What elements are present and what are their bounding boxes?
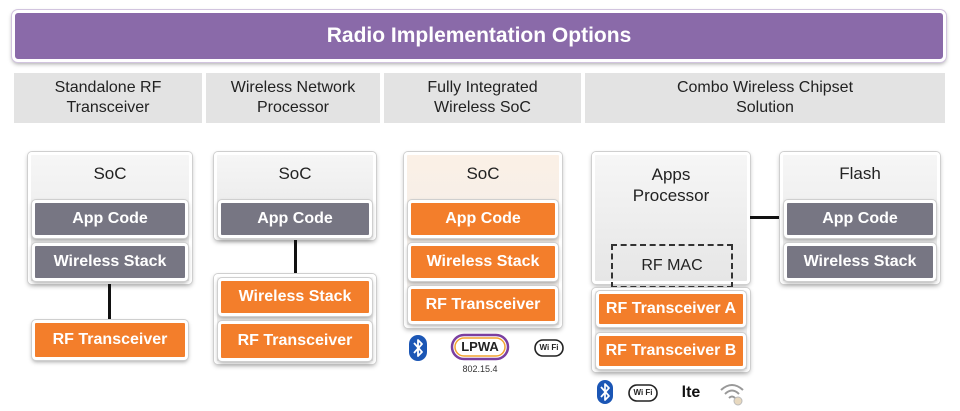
wireless-stack-block: Wireless Stack <box>218 278 372 316</box>
soc-label: SoC <box>93 164 127 183</box>
wifi-icon: Wi Fi <box>628 384 658 402</box>
rf-transceiver-block: RF Transceiver <box>408 286 558 324</box>
bluetooth-icon <box>408 335 428 361</box>
rf-transceiver-a-block: RF Transceiver A <box>596 291 746 327</box>
column-header-standalone: Standalone RF Transceiver <box>14 73 202 123</box>
column-header-network-processor: Wireless Network Processor <box>206 73 380 123</box>
wireless-stack-block: Wireless Stack <box>408 243 558 281</box>
wireless-signal-icon <box>718 380 746 406</box>
column-header-label: Fully Integrated Wireless SoC <box>427 79 538 116</box>
lpwa-icon: LPWA <box>450 333 510 363</box>
column-header-combo-chipset: Combo Wireless Chipset Solution <box>585 73 945 123</box>
column-header-label: Wireless Network Processor <box>230 79 356 116</box>
wireless-stack-block: Wireless Stack <box>32 243 188 281</box>
column-header-integrated-soc: Fully Integrated Wireless SoC <box>384 73 581 123</box>
lpwa-label: LPWA <box>461 339 499 354</box>
rf-mac-block: RF MAC <box>611 244 733 288</box>
connector-line <box>750 216 780 219</box>
lte-icon: lte <box>676 382 706 406</box>
app-code-block: App Code <box>218 200 372 238</box>
wifi-label: Wi Fi <box>539 343 559 352</box>
bluetooth-icon <box>596 380 614 404</box>
page-title: Radio Implementation Options <box>12 10 946 62</box>
apps-processor-chip: Apps Processor <box>592 152 750 284</box>
rf-transceiver-block: RF Transceiver <box>218 321 372 361</box>
soc-label: SoC <box>466 164 500 183</box>
lte-label: lte <box>681 384 701 401</box>
flash-label: Flash <box>839 164 881 183</box>
wifi-label: Wi Fi <box>633 388 653 397</box>
apps-processor-label: Apps Processor <box>632 165 710 205</box>
wireless-stack-block: Wireless Stack <box>784 243 936 281</box>
app-code-block: App Code <box>32 200 188 238</box>
connector-line <box>108 284 111 320</box>
rf-transceiver-b-block: RF Transceiver B <box>596 333 746 369</box>
app-code-block: App Code <box>784 200 936 238</box>
soc-label: SoC <box>278 164 312 183</box>
rf-transceiver-block: RF Transceiver <box>32 320 188 360</box>
column-header-label: Standalone RF Transceiver <box>54 79 162 116</box>
app-code-block: App Code <box>408 200 558 238</box>
wifi-icon: Wi Fi <box>534 338 564 358</box>
column-header-label: Combo Wireless Chipset Solution <box>676 79 854 116</box>
connector-line <box>294 240 297 274</box>
ieee-802154-caption: 802.15.4 <box>462 364 498 374</box>
